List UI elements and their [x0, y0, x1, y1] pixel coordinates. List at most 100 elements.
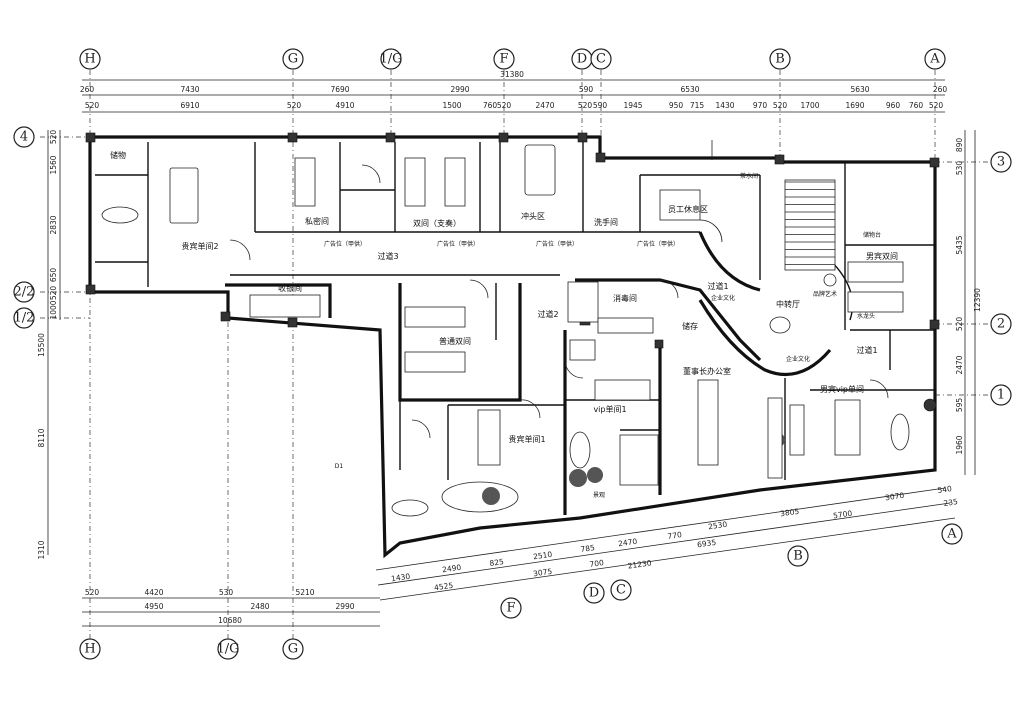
dimension-label: 235: [943, 497, 959, 508]
bed: [847, 261, 904, 283]
bed: [404, 306, 466, 328]
axis-bubble-left: 2/2: [13, 281, 35, 303]
svg-text:2: 2: [997, 317, 1005, 332]
dimension-label: 520: [773, 101, 788, 110]
dimension-label: 4420: [144, 588, 163, 597]
room-label: 过道2: [537, 309, 558, 319]
room-label: 企业文化: [786, 355, 810, 363]
cabinet: [249, 294, 321, 318]
dimension-label: 520: [955, 317, 964, 332]
dimension-label: 1560: [49, 155, 58, 174]
axis-bubble-top: D: [571, 48, 593, 70]
dimension-label: 520: [287, 101, 302, 110]
axis-bubble-top: B: [769, 48, 791, 70]
room-label: 消毒间: [613, 293, 637, 303]
dimension-label: 2830: [49, 215, 58, 234]
room-label: 品牌艺术: [813, 290, 837, 298]
furniture: [101, 144, 910, 517]
axis-bubble-bottom: 1/G: [216, 638, 240, 660]
grid-lines: [40, 70, 990, 640]
dimension-label: 260: [933, 85, 948, 94]
room-label: 储物: [110, 150, 126, 160]
pillar: [769, 316, 791, 334]
dimension-label: 2470: [955, 355, 964, 374]
svg-text:C: C: [596, 52, 606, 67]
room-label: 广告位（甲供）: [437, 240, 479, 248]
dimension-label: 2490: [442, 563, 462, 575]
svg-text:D: D: [577, 52, 587, 67]
axis-bubble-right: 1: [990, 384, 1012, 406]
room-label: 茶水间: [740, 172, 758, 180]
dimension-label: 650: [49, 268, 58, 283]
axis-bubble-top: H: [79, 48, 101, 70]
dimension-label: 1945: [623, 101, 642, 110]
axis-bubble-top: F: [493, 48, 515, 70]
room-label: 企业文化: [711, 294, 735, 302]
svg-text:F: F: [506, 601, 515, 616]
svg-text:G: G: [288, 52, 298, 67]
room-label: 普通双间: [439, 336, 471, 346]
dimension-label: 4950: [144, 602, 163, 611]
bathtub: [101, 206, 139, 224]
svg-text:1/G: 1/G: [216, 642, 239, 657]
bed: [834, 399, 861, 456]
room-label: 男宾双间: [866, 251, 898, 261]
svg-text:F: F: [499, 52, 508, 67]
dimension-label: 5210: [295, 588, 314, 597]
bed: [444, 157, 466, 207]
shower-chair: [524, 144, 556, 196]
dimension-label: 5700: [833, 509, 853, 521]
dimension-lines: [47, 79, 976, 627]
bed: [169, 167, 199, 224]
dimension-label: 760: [483, 101, 498, 110]
dimension-label: 31380: [500, 70, 524, 79]
room-label: 董事长办公室: [683, 366, 731, 376]
dimension-label: 4910: [335, 101, 354, 110]
dimension-label: 2510: [533, 550, 553, 562]
axis-bubble-left: 4: [13, 126, 35, 148]
room-label: 广告位（甲供）: [637, 240, 679, 248]
room-label: 中转厅: [776, 299, 800, 309]
svg-text:C: C: [616, 583, 626, 598]
dimension-label: 10680: [218, 616, 242, 625]
room-label: 广告位（甲供）: [536, 240, 578, 248]
axis-bubble-bottom: H: [79, 638, 101, 660]
dimension-label: 520: [929, 101, 944, 110]
dimension-label: 590: [593, 101, 608, 110]
room-label: 过道1: [707, 281, 728, 291]
dimension-label: 1690: [845, 101, 864, 110]
room-label: 储存: [682, 321, 698, 331]
dimension-label: 520: [497, 101, 512, 110]
dimension-label: 8110: [37, 428, 46, 447]
tub: [441, 481, 519, 513]
bathtub: [890, 413, 910, 451]
dimension-label: 3075: [533, 567, 553, 579]
dimension-label: 960: [886, 101, 901, 110]
dimension-label: 3070: [885, 491, 905, 503]
svg-text:2/2: 2/2: [14, 285, 35, 300]
axis-bubble-diagonal: D: [583, 582, 605, 604]
dimension-label: 260: [80, 85, 95, 94]
bed: [594, 379, 651, 401]
room-label: 景观: [593, 492, 605, 499]
dimension-label: 2470: [535, 101, 554, 110]
bathtub: [569, 431, 591, 469]
axis-bubble-diagonal: C: [610, 579, 632, 601]
svg-text:G: G: [288, 642, 298, 657]
axis-bubble-right: 3: [990, 151, 1012, 173]
dimension-label: 1430: [715, 101, 734, 110]
axis-bubble-diagonal: A: [941, 523, 963, 545]
bathtub: [391, 499, 429, 517]
columns: [85, 132, 940, 412]
svg-text:4: 4: [20, 130, 28, 145]
bed: [404, 157, 426, 207]
bed: [847, 291, 904, 313]
room-label: 员工休息区: [668, 204, 708, 214]
dimension-label: 12390: [973, 288, 982, 312]
room-labels: 储物 贵宾单间2 私密间 双间（支奏） 冲头区 洗手间 员工休息区 广告位（甲供…: [110, 150, 898, 499]
svg-text:3: 3: [997, 155, 1005, 170]
dimension-label: 1430: [391, 572, 411, 584]
dimension-label: 595: [955, 398, 964, 413]
